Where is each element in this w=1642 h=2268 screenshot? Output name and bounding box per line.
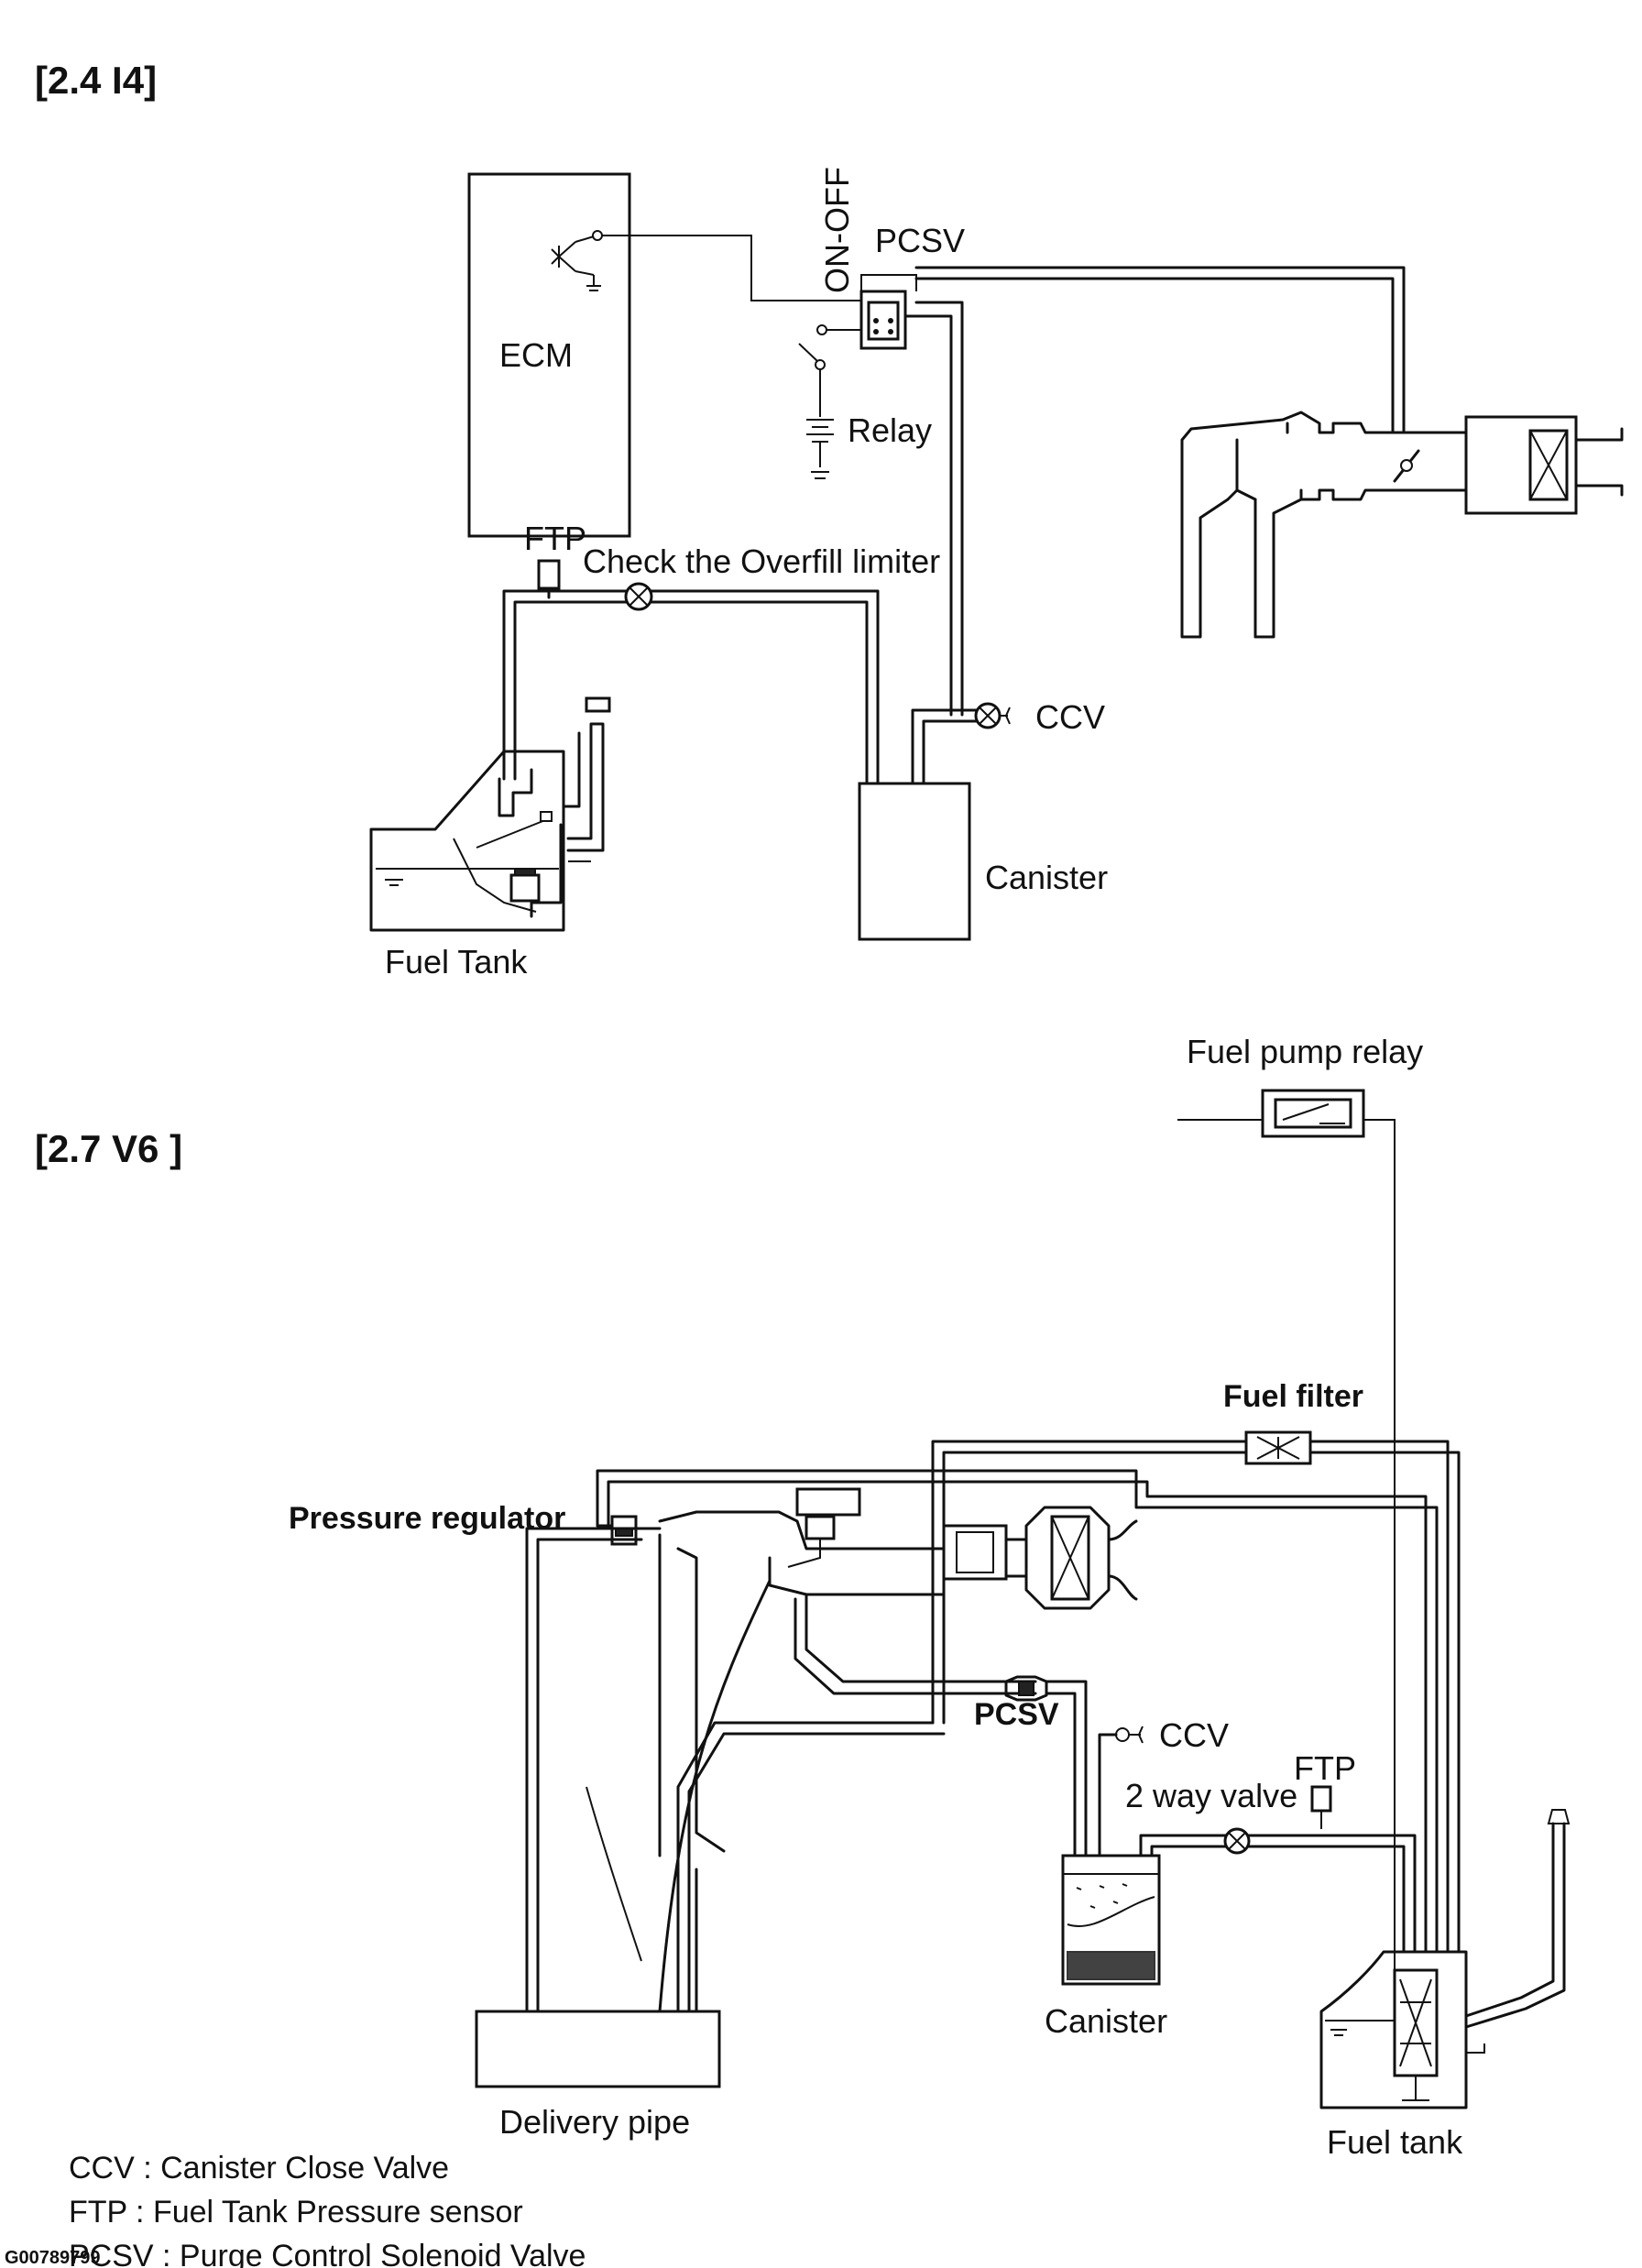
section-2-4-i4: [2.4 I4] ECM ON-OFF PCSV — [35, 59, 1624, 981]
pcsv-valve-a — [859, 274, 917, 350]
relay-label: Relay — [848, 411, 932, 449]
pcsv-intake-hose-outer — [914, 266, 1406, 433]
fuel-tank-b — [1319, 1809, 1571, 2109]
legend: CCV : Canister Close Valve FTP : Fuel Ta… — [69, 2151, 586, 2268]
ccv-label-b: CCV — [1159, 1716, 1229, 1754]
return-line-2 — [607, 1480, 1428, 1954]
feed-line-1 — [1308, 1440, 1450, 1954]
relay-switch-icon — [798, 324, 861, 479]
heading-2-7-v6: [2.7 V6 ] — [35, 1127, 182, 1170]
ecm-signal-wire — [602, 235, 861, 301]
ccv-hose-inner — [922, 719, 978, 785]
ecm-label: ECM — [499, 336, 573, 374]
ccv-valve-a-icon — [974, 702, 1011, 729]
legend-ccv: CCV : Canister Close Valve — [69, 2151, 449, 2186]
pressure-regulator-label: Pressure regulator — [289, 1501, 565, 1536]
pcsv-canister-hose-2 — [1045, 1692, 1077, 1857]
ccv-label-a: CCV — [1035, 698, 1105, 736]
tank-canister-line-inner — [513, 600, 869, 785]
ftp-sensor-b — [1310, 1785, 1332, 1813]
feed-line-2 — [1308, 1451, 1461, 1954]
pcsv-canister-hose-outer — [914, 301, 964, 717]
two-way-valve-icon — [1223, 1827, 1251, 1855]
pcsv-label-b: PCSV — [974, 1697, 1059, 1732]
two-way-valve-label: 2 way valve — [1125, 1777, 1297, 1814]
pcsv-label-a: PCSV — [875, 222, 965, 259]
regulator-to-delivery-2 — [536, 1538, 643, 2013]
pcsv-canister-hose-inner — [903, 314, 953, 717]
check-overfill-label: Check the Overfill limiter — [583, 542, 940, 580]
return-line-1 — [596, 1469, 1439, 1954]
fuel-filter-label: Fuel filter — [1223, 1379, 1363, 1414]
pcsv-valve-b — [1004, 1675, 1048, 1702]
canister-b — [1061, 1854, 1161, 1986]
pcsv-canister-hose-1 — [1045, 1680, 1088, 1857]
vapor-line-1 — [1139, 1834, 1417, 1954]
filter-to-engine-1 — [931, 1440, 1248, 1725]
legend-ftp: FTP : Fuel Tank Pressure sensor — [69, 2195, 523, 2230]
delivery-pipe-label: Delivery pipe — [499, 2103, 690, 2141]
relay-to-pump-wire — [1363, 1119, 1396, 1970]
figure-code: G00789799 — [5, 2248, 101, 2268]
ftp-label-a: FTP — [524, 520, 586, 557]
heading-2-4-i4: [2.4 I4] — [35, 59, 157, 102]
ccv-hose-b — [1098, 1733, 1118, 1857]
intake-manifold-a — [1180, 411, 1624, 639]
canister-label-b: Canister — [1045, 2002, 1167, 2040]
ftp-label-b: FTP — [1294, 1749, 1356, 1787]
ecm-transistor-icon — [551, 230, 603, 291]
ccv-hose-outer — [911, 708, 978, 785]
pcsv-intake-hose-inner — [914, 277, 1395, 433]
fuel-filter-icon — [1244, 1430, 1312, 1465]
on-off-label: ON-OFF — [818, 167, 856, 293]
fuel-pump-relay-label: Fuel pump relay — [1187, 1033, 1423, 1070]
fuel-tank-label-b: Fuel tank — [1327, 2123, 1463, 2161]
fuel-tank-label-a: Fuel Tank — [385, 943, 528, 981]
ccv-valve-b-icon — [1115, 1726, 1144, 1744]
section-2-7-v6: [2.7 V6 ] Fuel pump relay Fuel filter Pr… — [35, 1033, 1571, 2161]
canister-label-a: Canister — [985, 859, 1108, 896]
canister-a — [858, 782, 971, 941]
fuel-tank-a — [369, 696, 611, 932]
ftp-sensor-a — [537, 559, 561, 590]
delivery-pipe-box — [475, 2010, 721, 2088]
filter-to-engine-2 — [942, 1451, 1248, 1725]
vapor-line-2 — [1150, 1845, 1406, 1954]
fuel-pump-relay-box — [1261, 1089, 1365, 1138]
regulator-to-delivery-1 — [525, 1527, 643, 2013]
overfill-limiter-icon — [624, 582, 653, 611]
legend-pcsv: PCSV : Purge Control Solenoid Valve — [69, 2239, 586, 2268]
tank-canister-line-outer — [502, 589, 880, 785]
intake-manifold-b — [586, 1487, 1138, 2013]
